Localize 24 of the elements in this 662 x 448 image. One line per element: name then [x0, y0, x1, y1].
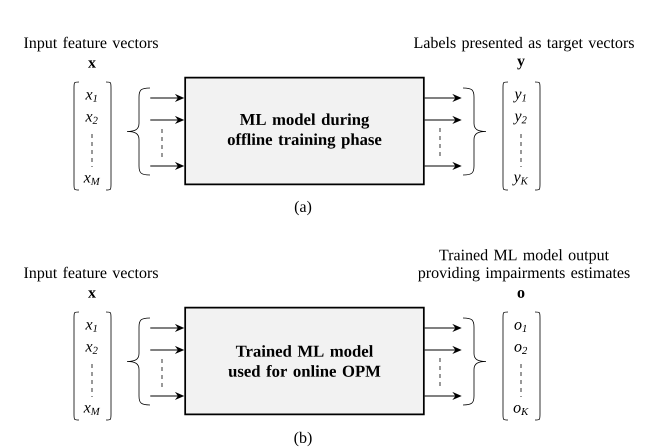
heading: Trained ML model output providing impairments estimates — [418, 249, 630, 282]
vector-entry: x$_{1}$ — [85, 92, 97, 102]
vector-entry: x$_{M}$ — [84, 175, 100, 185]
vector-entry: o$_{1}$ — [514, 322, 526, 332]
heading: Labels presented as target vectors — [414, 36, 634, 52]
panel-caption: (b) — [294, 432, 312, 446]
vector-symbol: x — [88, 60, 96, 68]
vector-entry: x$_{2}$ — [85, 344, 98, 354]
vector-entry: y$_{1}$ — [513, 92, 526, 102]
heading: Input feature vectors — [24, 266, 158, 282]
vector-symbol: x — [88, 290, 96, 298]
vector-entry: x$_{1}$ — [85, 322, 97, 332]
vector-entry: y$_{2}$ — [513, 114, 527, 124]
vector-entry: o$_{K}$ — [514, 405, 529, 415]
vector-entry: x$_{2}$ — [85, 114, 98, 124]
model-box: Trained ML model used for online OPM — [184, 306, 425, 416]
heading: Input feature vectors — [24, 36, 158, 52]
vector-entry: y$_{K}$ — [512, 174, 528, 186]
vector-symbol: y — [517, 58, 525, 70]
panel-caption: (a) — [294, 200, 312, 216]
vector-entry: o$_{2}$ — [514, 344, 528, 354]
vector-entry: x$_{M}$ — [84, 405, 100, 415]
model-box: ML model during offline training phase — [184, 76, 425, 186]
vector-symbol: o — [518, 290, 524, 298]
